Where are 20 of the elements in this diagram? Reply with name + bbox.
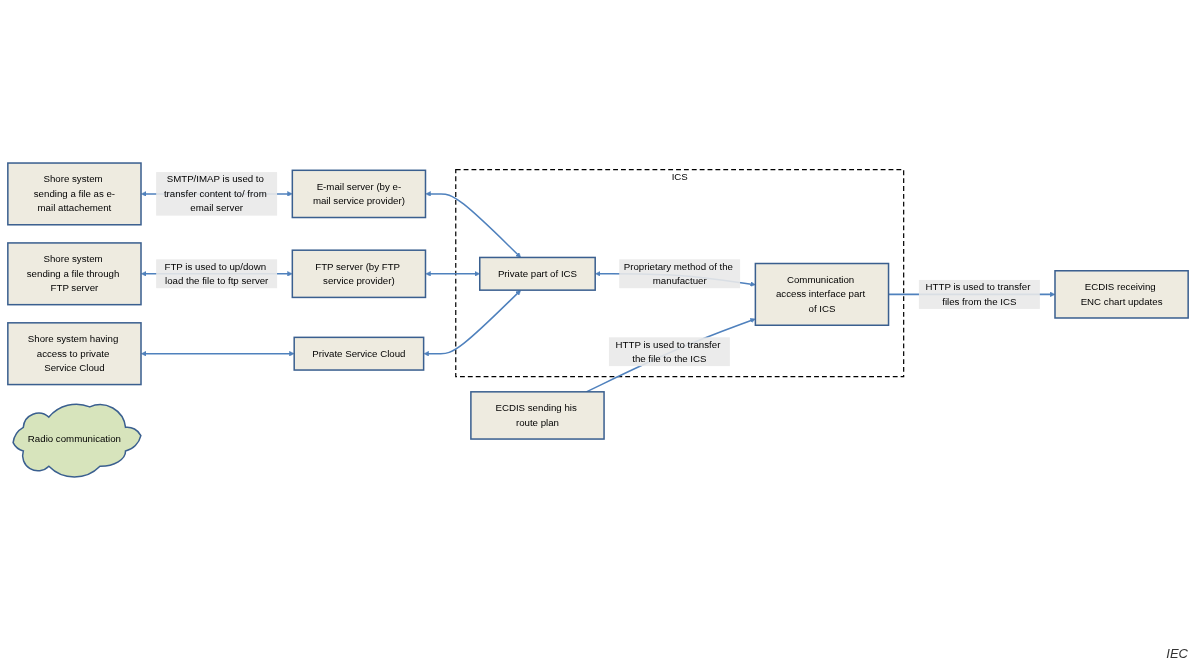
arrow [425,191,521,258]
edge-label: HTTP is used to transfer the file to the ICS [615,339,721,364]
arrow [423,289,521,357]
node-box: Private part of ICS [479,256,596,291]
node-box: Shore system sending a file through FTP server [7,242,142,306]
edge-label: FTP is used to up/down load the file to ftp server [164,261,269,286]
arrow [141,351,295,357]
node-box: ECDIS receiving ENC chart updates [1054,270,1189,319]
node-box: Shore system having access to private Service Cloud [7,322,142,386]
node-box: FTP server (by FTP service provider) [291,249,427,299]
node-box: ECDIS sending his route plan [470,391,605,440]
node-box: Private Service Cloud [293,336,425,371]
edge-label: SMTP/IMAP is used to transfer content to/ from email server [163,173,267,214]
source-note: IEC [1166,646,1188,661]
node-box: Communication access interface part of ICS [754,262,890,326]
node-box: Shore system sending a file as e-mail attachement [7,162,142,226]
edge-label: Proprietary method of the manufactuer [623,261,734,286]
edge-label: HTTP is used to transfer files from the ICS [925,281,1031,307]
node-box: E-mail server (by e-mail service provider) [291,169,427,219]
arrow [425,271,480,277]
